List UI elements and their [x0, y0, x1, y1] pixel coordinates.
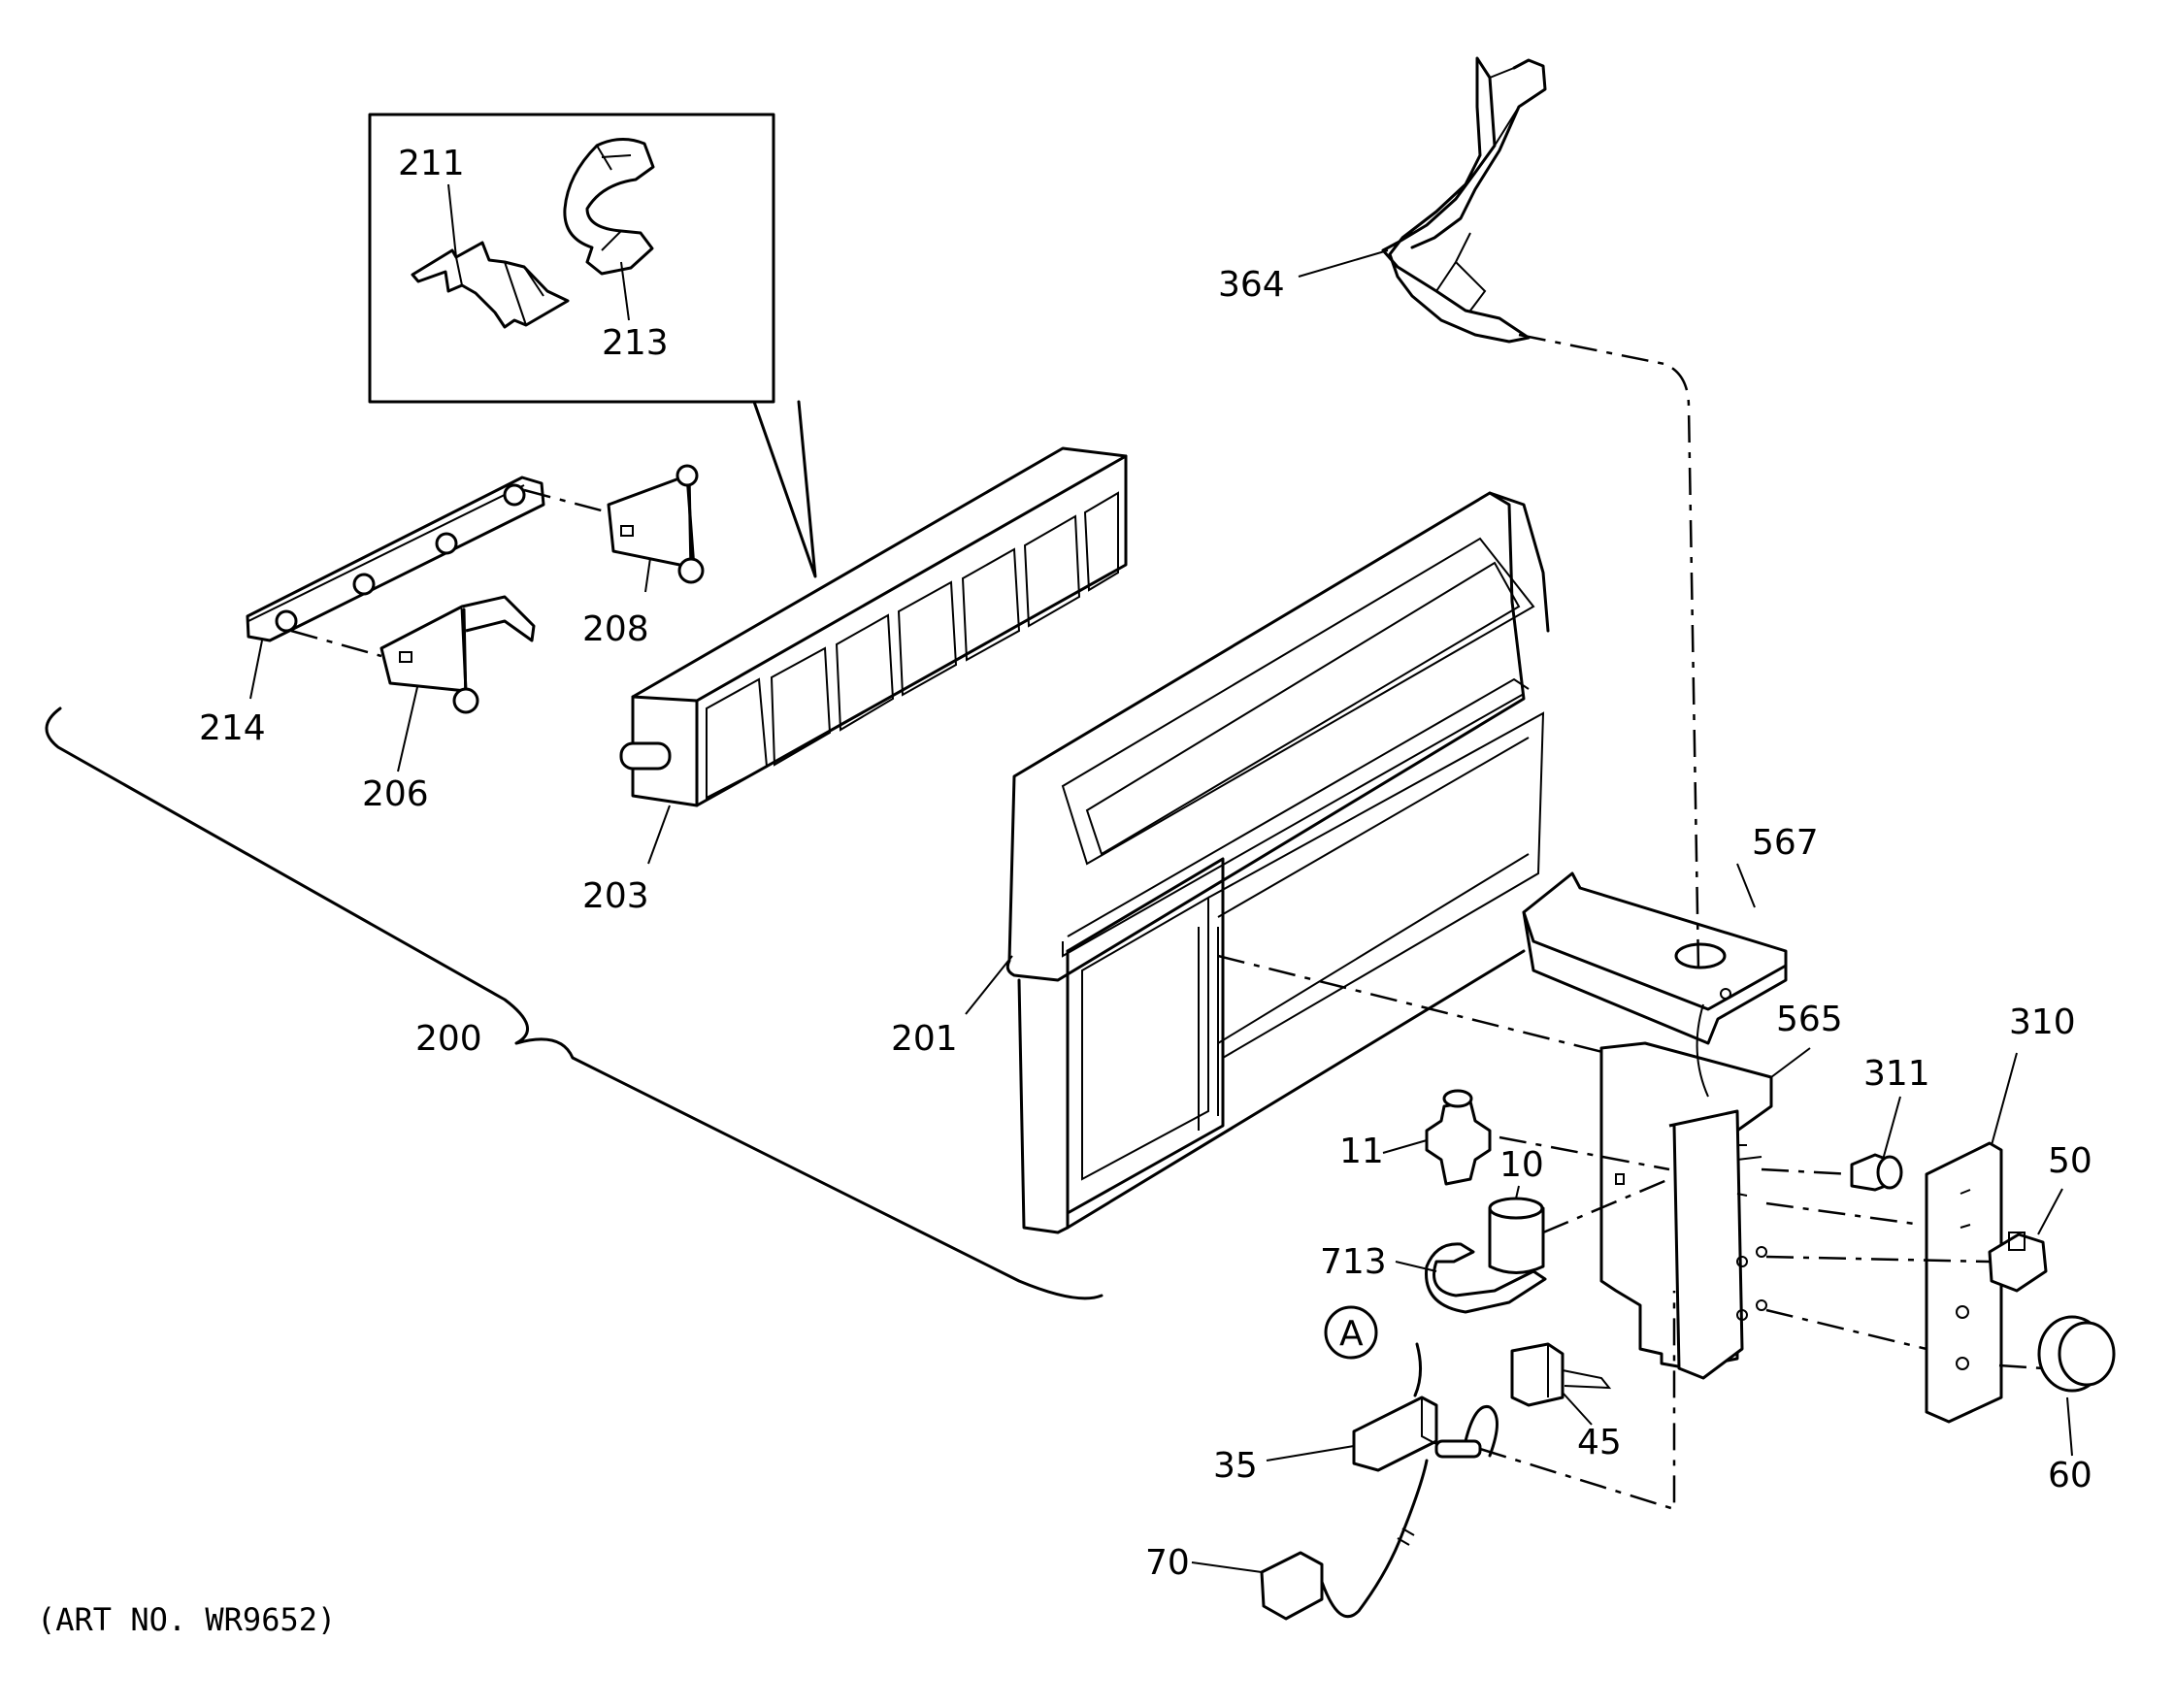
inset-detail-box: [368, 113, 817, 578]
label-565: 565: [1776, 1000, 1843, 1039]
label-11: 11: [1339, 1132, 1384, 1171]
assembly-lines: [290, 333, 2044, 1511]
label-364: 364: [1218, 265, 1285, 305]
label-201: 201: [891, 1019, 958, 1059]
part-213-clip: [563, 138, 655, 276]
callout-a-circle: [1324, 1305, 1378, 1360]
part-206-arm: [379, 595, 536, 714]
part-211-clip: [411, 241, 570, 329]
label-311: 311: [1863, 1054, 1930, 1094]
label-213: 213: [602, 323, 669, 363]
label-a: A: [1339, 1314, 1364, 1354]
label-203: 203: [582, 876, 649, 916]
label-214: 214: [199, 708, 266, 748]
part-10-capacitor: [1488, 1197, 1545, 1274]
label-50: 50: [2048, 1141, 2092, 1181]
part-45-relay: [1510, 1342, 1612, 1407]
part-310-control-panel: [1925, 1141, 2003, 1424]
label-70: 70: [1145, 1543, 1190, 1583]
label-713: 713: [1320, 1242, 1387, 1282]
part-364-bracket: [1381, 56, 1547, 344]
label-208: 208: [582, 609, 649, 649]
label-60: 60: [2048, 1456, 2092, 1495]
label-567: 567: [1752, 823, 1819, 863]
label-206: 206: [362, 774, 429, 814]
brace-200: [45, 706, 1103, 1300]
part-60-knob: [2037, 1315, 2116, 1393]
label-10: 10: [1499, 1145, 1544, 1185]
part-208-arm: [607, 464, 705, 584]
part-203-louver: [619, 446, 1128, 807]
label-200: 200: [415, 1019, 482, 1059]
part-70-plug: [1260, 1459, 1429, 1621]
part-713-clip: [1425, 1242, 1547, 1314]
part-214-bar: [246, 476, 545, 642]
part-565-bracket: [1599, 1041, 1773, 1380]
leader-lines: [249, 183, 2073, 1573]
label-35: 35: [1213, 1446, 1258, 1486]
label-211: 211: [398, 144, 465, 183]
label-45: 45: [1577, 1423, 1622, 1462]
part-567-tray: [1522, 871, 1788, 1045]
part-50-switch: [1988, 1232, 2048, 1293]
part-35-relay: [1352, 1342, 1499, 1472]
part-11-thermostat: [1425, 1089, 1492, 1186]
art-number: (ART NO. WR9652): [37, 1601, 336, 1638]
part-311-bulb: [1850, 1153, 1903, 1192]
part-201-front-panel: [1005, 491, 1550, 1234]
label-310: 310: [2009, 1002, 2076, 1042]
